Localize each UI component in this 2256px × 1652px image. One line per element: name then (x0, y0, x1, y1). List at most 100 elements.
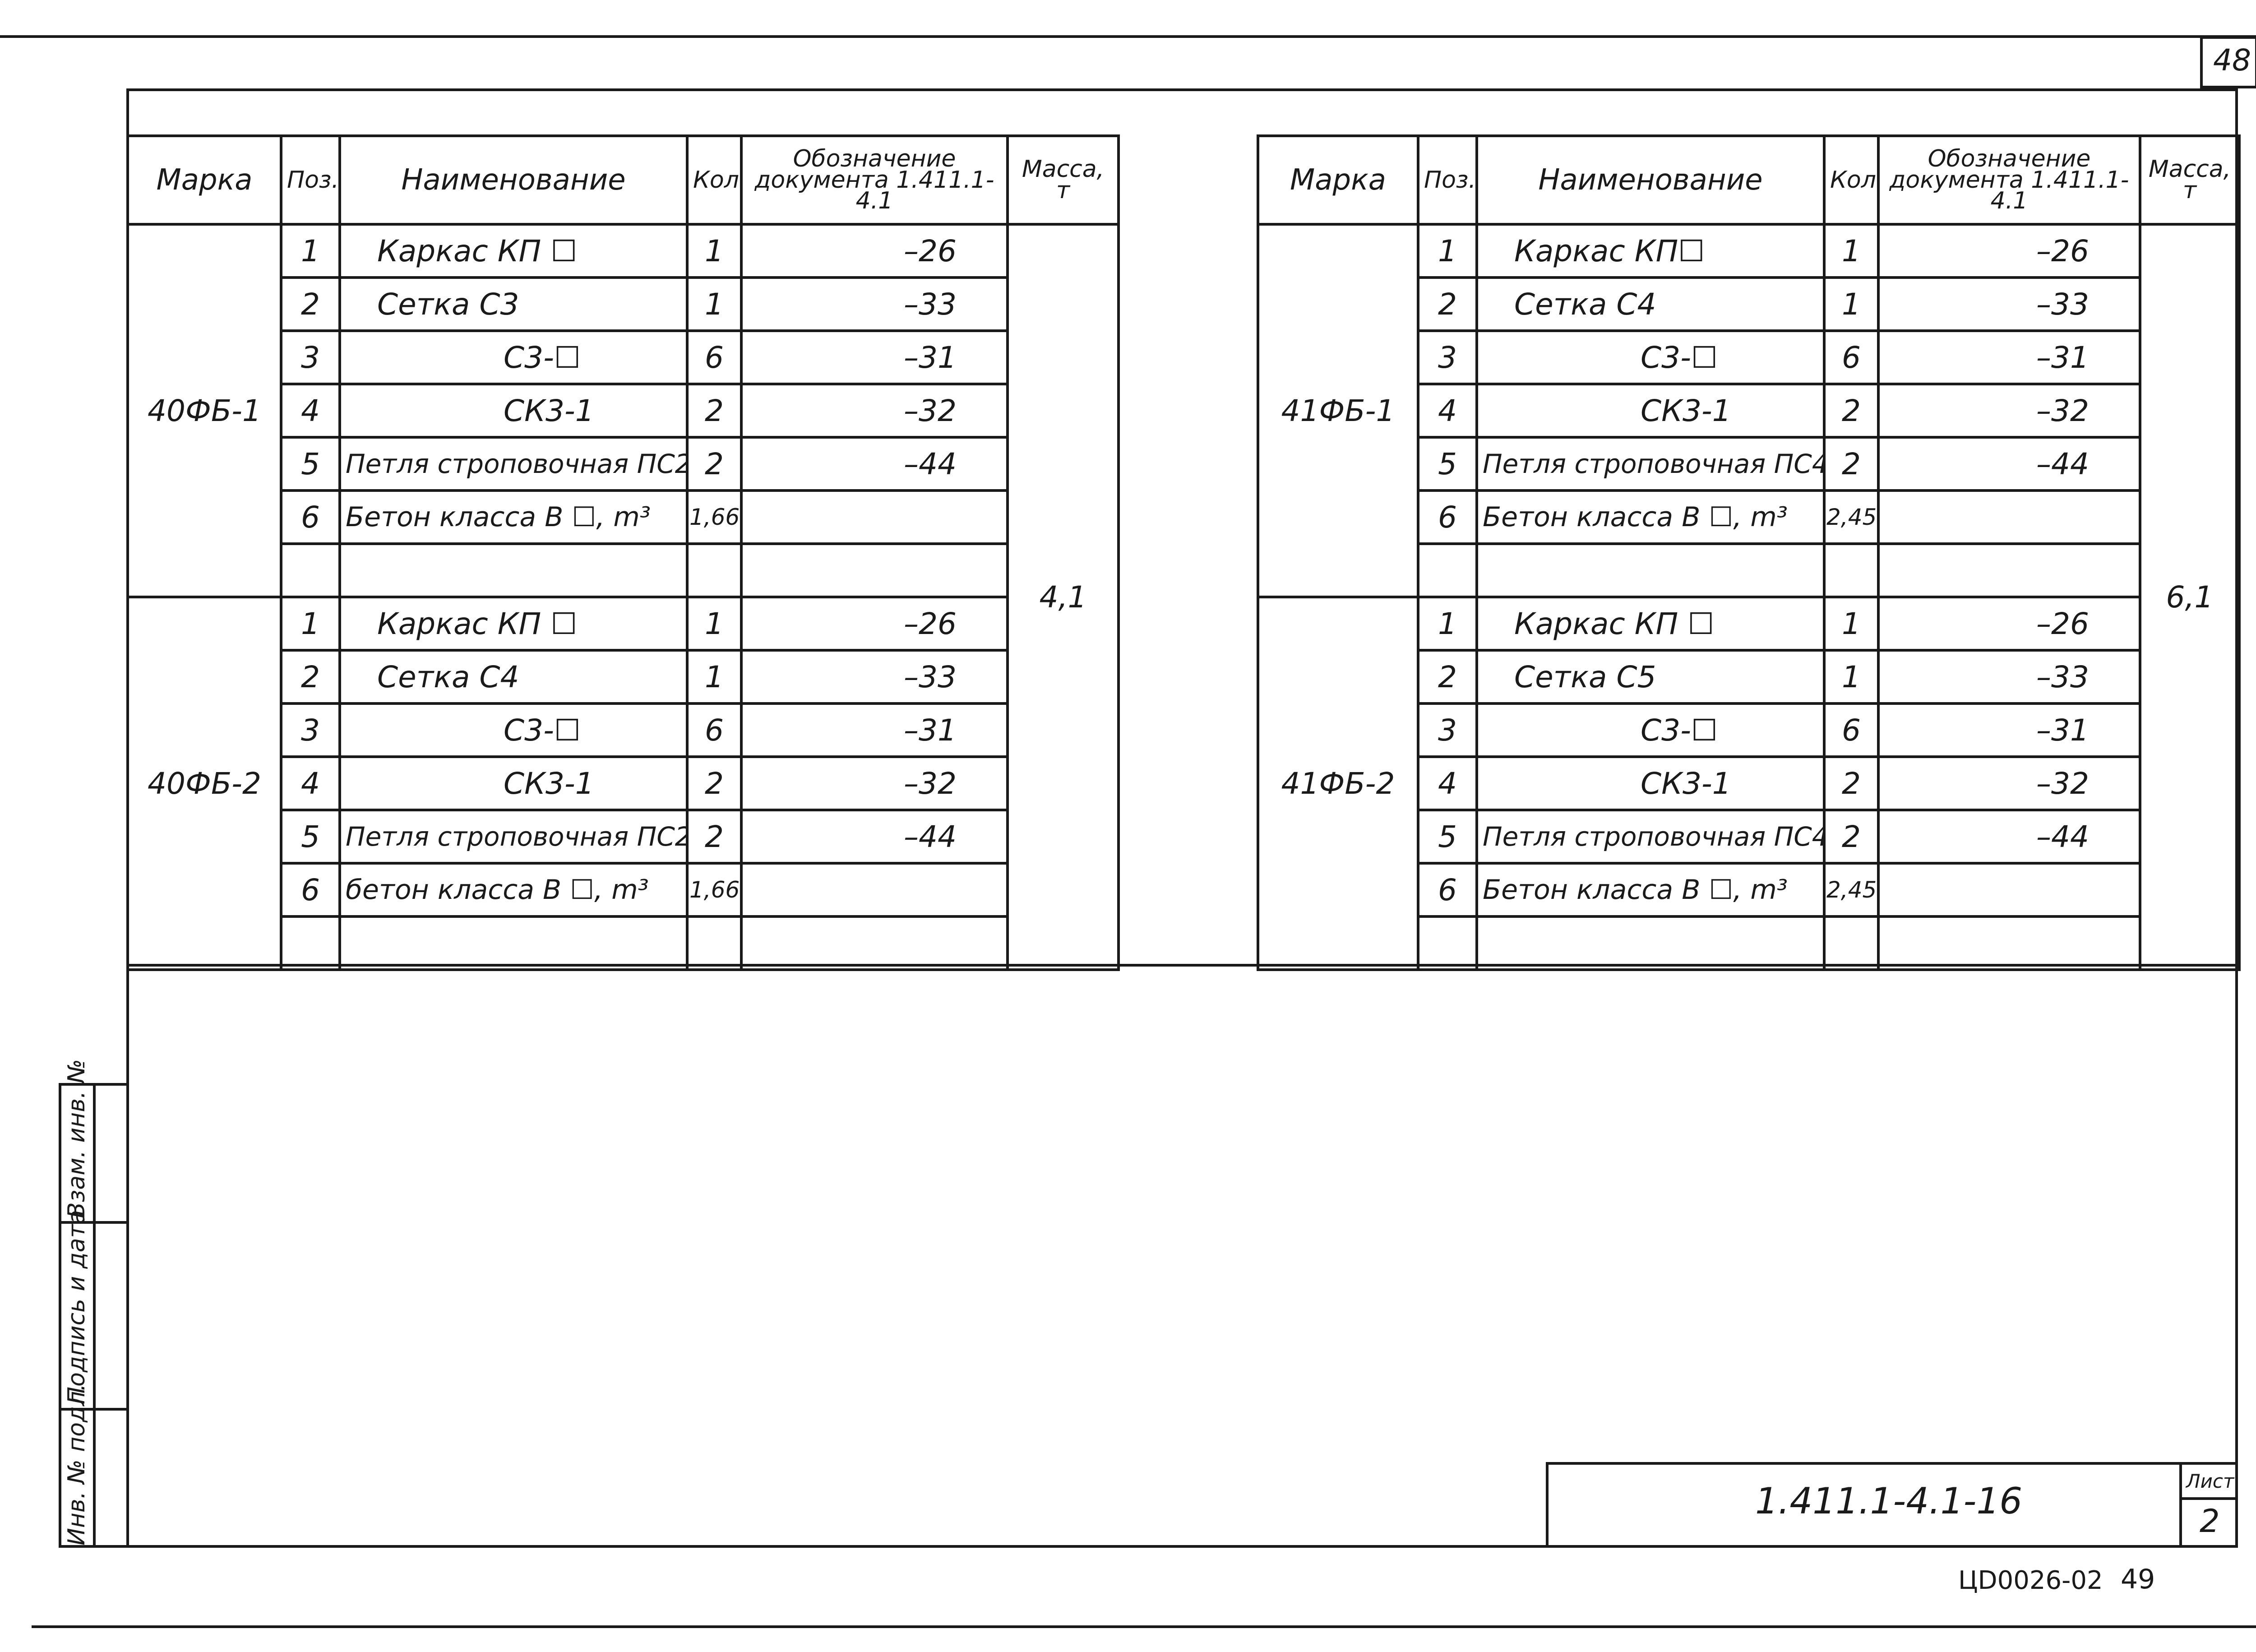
col-qty: Кол. (1823, 134, 1880, 226)
row-qty: 6 (1823, 329, 1880, 385)
row-doc: –26 (740, 223, 1009, 279)
row-pos: 5 (280, 436, 341, 492)
row-name: СК3-1 (1475, 755, 1826, 811)
bottom-rule (32, 1625, 2256, 1628)
table-row: 3 С3-☐ 6 –31 (1258, 329, 2239, 385)
row-pos: 4 (280, 755, 341, 811)
row-qty: 6 (686, 329, 743, 385)
row-pos: 3 (1417, 329, 1478, 385)
row-name: Каркас КП ☐ (1475, 596, 1826, 652)
table-row: 41ФБ-1 1 Каркас КП☐ 1 –26 6,1 (1257, 223, 2241, 971)
row-name: Бетон класса В ☐, m³ (338, 489, 689, 545)
left-header-row: Марка Поз. Наименование Кол. Обозначение… (126, 134, 1120, 226)
row-pos: 6 (1417, 489, 1478, 545)
group-mark: 40ФБ-2 (126, 596, 282, 971)
group-mark: 41ФБ-2 (1257, 596, 1419, 971)
row-doc (740, 915, 1009, 971)
row-doc: –31 (740, 329, 1009, 385)
title-block-divider-v (2179, 1462, 2182, 1548)
title-block (1546, 1462, 2238, 1548)
row-qty: 1,66 (686, 862, 743, 918)
side-stamp-divider-2 (59, 1408, 129, 1411)
row-name: СК3-1 (338, 383, 689, 439)
row-name: Каркас КП ☐ (338, 223, 689, 279)
col-mark: Марка (126, 134, 282, 226)
row-pos: 4 (1417, 383, 1478, 439)
row-qty: 1 (1823, 276, 1880, 332)
row-name (1475, 542, 1826, 598)
row-name: СК3-1 (1475, 383, 1826, 439)
top-sheet-number: 48 (2213, 43, 2251, 78)
row-pos: 5 (1417, 436, 1478, 492)
row-qty: 2 (1823, 809, 1880, 865)
row-pos: 2 (1417, 276, 1478, 332)
row-qty: 1 (686, 223, 743, 279)
col-mass: Масса, т (2139, 134, 2241, 226)
row-pos: 1 (280, 223, 341, 279)
row-doc: –44 (740, 436, 1009, 492)
row-doc: –33 (1877, 649, 2141, 705)
table-row (1258, 915, 2239, 971)
row-name (338, 915, 689, 971)
row-name (338, 542, 689, 598)
footer-page: 49 (2121, 1564, 2155, 1595)
table-row: 40ФБ-2 1 Каркас КП ☐ 1 –26 (126, 596, 1119, 971)
side-stamp-inv-orig: Инв. № подл. (63, 1384, 90, 1546)
table-row: 6 Бетон класса В ☐, m³ 2,45 (1258, 862, 2239, 918)
row-qty: 1 (1823, 649, 1880, 705)
row-pos: 1 (280, 596, 341, 652)
row-qty (686, 542, 743, 598)
col-name: Наименование (338, 134, 689, 226)
row-qty: 1,66 (686, 489, 743, 545)
table-row: 2 Сетка С5 1 –33 (1258, 649, 2239, 705)
row-qty: 1 (1823, 223, 1880, 279)
top-sheet-number-box (2200, 36, 2256, 88)
group-mark: 41ФБ-1 (1257, 223, 1419, 598)
group-mark: 40ФБ-1 (126, 223, 282, 598)
row-doc (1877, 542, 2141, 598)
row-name: Сетка С4 (1475, 276, 1826, 332)
row-pos: 6 (280, 862, 341, 918)
row-qty (1823, 542, 1880, 598)
table-row: 5 Петля строповочная ПС2 2 –44 (128, 809, 1119, 865)
row-name: Петля строповочная ПС4 (1475, 436, 1826, 492)
right-spec-table: Марка Поз. Наименование Кол. Обозначение… (1257, 134, 2241, 971)
row-doc: –26 (740, 596, 1009, 652)
col-doc: Обозначение документа 1.411.1-4.1 (1877, 134, 2141, 226)
table-row: 6 бетон класса В ☐, m³ 1,66 (128, 862, 1119, 918)
table-row: 41ФБ-2 1 Каркас КП ☐ 1 –26 (1257, 596, 2239, 971)
table-row: 2 Сетка С4 1 –33 (128, 649, 1119, 705)
row-doc: –44 (1877, 436, 2141, 492)
table-row: 6 Бетон класса В ☐, m³ 1,66 (128, 489, 1119, 545)
col-doc: Обозначение документа 1.411.1-4.1 (740, 134, 1009, 226)
row-pos: 4 (1417, 755, 1478, 811)
row-doc: –33 (1877, 276, 2141, 332)
table-row: 3 С3-☐ 6 –31 (128, 702, 1119, 758)
table-row: 4 СК3-1 2 –32 (1258, 383, 2239, 439)
row-pos (1417, 915, 1478, 971)
row-qty (1823, 915, 1880, 971)
table-row (128, 542, 1119, 598)
row-name: Бетон класса В ☐, m³ (1475, 489, 1826, 545)
side-stamp-divider-v (93, 1083, 96, 1548)
row-name: Сетка С5 (1475, 649, 1826, 705)
row-pos: 2 (280, 276, 341, 332)
row-qty: 2 (1823, 436, 1880, 492)
row-pos: 5 (1417, 809, 1478, 865)
row-qty (686, 915, 743, 971)
side-stamp-replace-inv: Взам. инв. № (63, 1059, 90, 1218)
table-row: 4 СК3-1 2 –32 (128, 755, 1119, 811)
row-doc (740, 489, 1009, 545)
sheet-label: Лист (2186, 1470, 2234, 1492)
row-name: Каркас КП ☐ (338, 596, 689, 652)
row-doc (1877, 862, 2141, 918)
footer-code: ЦD0026-02 (1958, 1566, 2103, 1595)
row-name: Петля строповочная ПС2 (338, 436, 689, 492)
row-name: Бетон класса В ☐, m³ (1475, 862, 1826, 918)
row-pos: 4 (280, 383, 341, 439)
row-doc: –33 (740, 649, 1009, 705)
row-pos: 3 (280, 702, 341, 758)
row-pos (1417, 542, 1478, 598)
row-qty: 2,45 (1823, 862, 1880, 918)
table-row (128, 915, 1119, 971)
